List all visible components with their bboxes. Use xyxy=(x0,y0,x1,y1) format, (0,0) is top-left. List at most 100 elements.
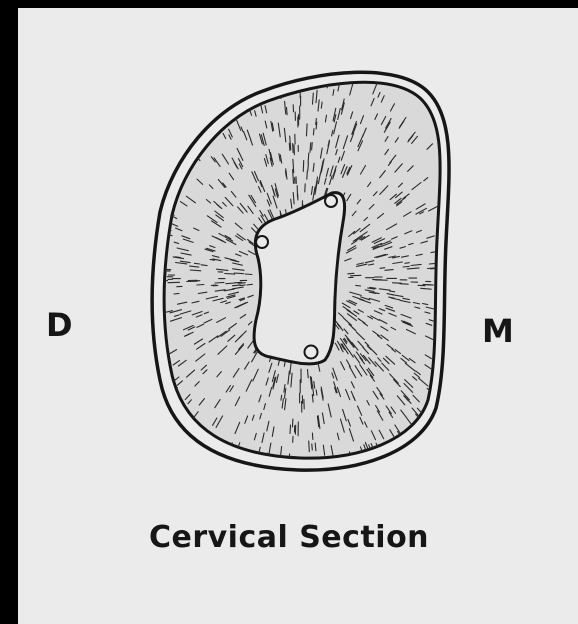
tubule-stroke xyxy=(129,317,136,319)
tubule-stroke xyxy=(123,243,130,244)
tubule-stroke xyxy=(126,315,136,317)
tubule-stroke xyxy=(215,282,224,283)
tubule-stroke xyxy=(234,282,241,283)
tubule-stroke xyxy=(226,283,235,284)
tubule-stroke xyxy=(130,341,135,343)
tubule-stroke xyxy=(309,441,310,452)
tubule-stroke xyxy=(312,444,313,450)
tubule-stroke xyxy=(348,273,354,274)
tubule-stroke xyxy=(466,268,474,269)
tubule-stroke xyxy=(235,464,237,471)
tubule-stroke xyxy=(149,369,158,374)
tubule-stroke xyxy=(256,72,258,82)
mesial-label: M xyxy=(482,312,514,350)
tubule-stroke xyxy=(286,169,287,174)
tubule-stroke xyxy=(423,284,432,285)
tubule-stroke xyxy=(453,229,461,232)
tubule-stroke xyxy=(471,304,478,305)
tubule-stroke xyxy=(466,247,471,248)
diagram-caption: Cervical Section xyxy=(0,520,578,555)
tubule-stroke xyxy=(148,194,152,196)
tubule-stroke xyxy=(447,290,453,291)
tubule-stroke xyxy=(245,274,252,275)
tubule-stroke xyxy=(287,107,288,114)
tubule-stroke xyxy=(189,123,196,133)
tubule-stroke xyxy=(135,189,145,194)
tubule-stroke xyxy=(172,154,178,160)
tubule-stroke xyxy=(131,356,142,361)
tubule-stroke xyxy=(469,306,477,307)
tubule-stroke xyxy=(308,163,309,171)
tubule-stroke xyxy=(460,329,466,331)
tubule-stroke xyxy=(140,328,149,331)
tubule-stroke xyxy=(274,474,276,486)
tubule-stroke xyxy=(293,144,294,153)
tubule-stroke xyxy=(455,230,467,233)
tubule-stroke xyxy=(445,371,450,375)
tubule-stroke xyxy=(252,79,253,84)
tubule-stroke xyxy=(444,349,455,354)
tubule-stroke xyxy=(310,143,311,153)
tubule-stroke xyxy=(174,293,179,294)
tubule-stroke xyxy=(453,242,457,243)
tubule-stroke xyxy=(143,245,147,246)
tubule-stroke xyxy=(458,339,469,343)
tubule-stroke xyxy=(312,433,313,439)
pulp-horn-top-right xyxy=(325,195,337,207)
tubule-stroke xyxy=(121,241,129,243)
tubule-stroke xyxy=(158,143,165,149)
distal-label: D xyxy=(46,306,73,344)
tubule-stroke xyxy=(308,153,309,163)
tubule-stroke xyxy=(141,365,149,370)
tubule-stroke xyxy=(141,343,150,347)
tubule-stroke xyxy=(307,171,308,179)
tubule-stroke xyxy=(197,285,204,286)
tubule-stroke xyxy=(235,273,244,274)
tubule-stroke xyxy=(127,261,139,262)
tubule-stroke xyxy=(125,330,136,333)
tubule-stroke xyxy=(169,158,174,162)
tubule-stroke xyxy=(290,425,291,433)
tubule-stroke xyxy=(140,219,148,222)
tubule-stroke xyxy=(455,222,464,225)
tubule-stroke xyxy=(316,119,317,125)
tubule-stroke xyxy=(347,473,350,485)
tubule-stroke xyxy=(308,370,309,378)
tubule-stroke xyxy=(450,344,459,348)
tubule-stroke xyxy=(146,380,154,386)
tubule-stroke xyxy=(216,101,219,107)
tubule-stroke xyxy=(142,303,151,304)
tubule-stroke xyxy=(307,124,308,136)
tubule-stroke xyxy=(316,390,317,395)
tubule-stroke xyxy=(269,470,271,483)
tubule-stroke xyxy=(143,324,148,325)
tubule-stroke xyxy=(225,274,235,275)
tubule-stroke xyxy=(440,391,449,398)
tubule-stroke xyxy=(312,143,313,150)
tubule-stroke xyxy=(194,263,200,264)
tubule-stroke xyxy=(153,192,161,197)
pulp-horn-left xyxy=(256,236,268,248)
tubule-stroke xyxy=(141,251,152,253)
tubule-stroke xyxy=(447,296,457,297)
tubule-stroke xyxy=(205,99,211,110)
tubule-stroke xyxy=(125,248,131,249)
tubule-stroke xyxy=(140,213,146,216)
tubule-stroke xyxy=(447,295,451,296)
tubule-stroke xyxy=(260,470,262,478)
tubule-stroke xyxy=(163,148,172,157)
tubule-stroke xyxy=(403,266,409,267)
tubule-stroke xyxy=(458,239,464,240)
tubule-stroke xyxy=(457,195,464,198)
tubule-stroke xyxy=(451,338,456,340)
tubule-stroke xyxy=(351,275,361,276)
tubule-stroke xyxy=(194,120,197,125)
tubule-stroke xyxy=(131,327,140,330)
pulp-horn-bottom xyxy=(305,346,318,359)
tubule-stroke xyxy=(356,285,361,286)
tubule-stroke xyxy=(235,90,238,98)
tubule-stroke xyxy=(453,213,459,216)
tubule-stroke xyxy=(462,237,473,240)
tubule-stroke xyxy=(450,355,458,359)
tubule-stroke xyxy=(451,304,458,305)
